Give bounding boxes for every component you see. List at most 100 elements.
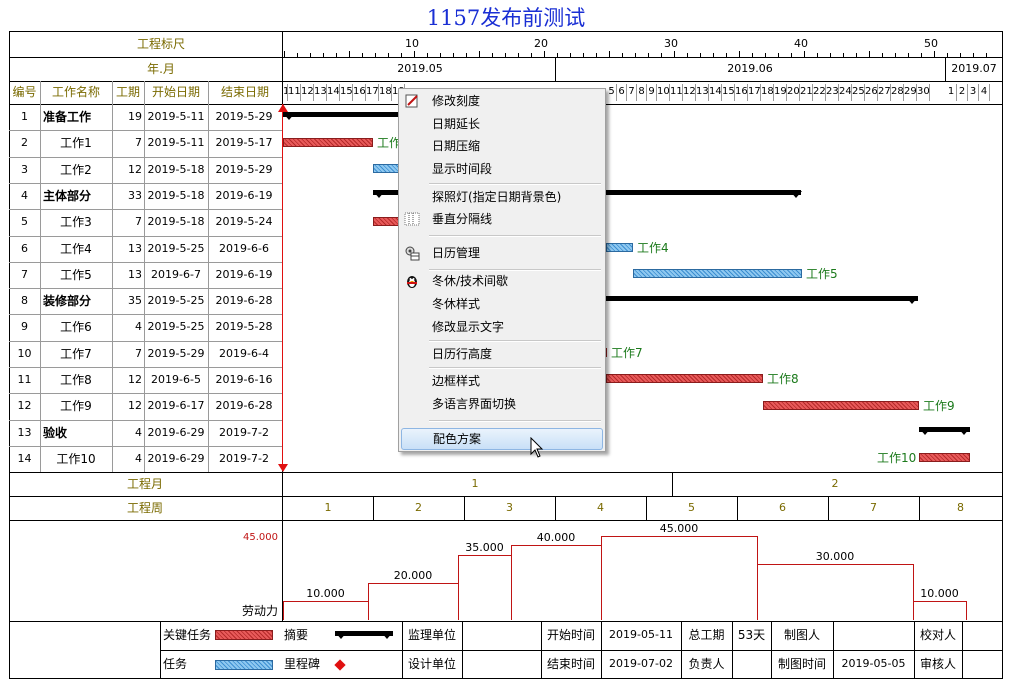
divider [208,81,209,472]
day-divider [799,84,800,101]
end-time-value: 2019-07-02 [609,657,673,670]
divider [112,81,113,472]
week-divider [737,496,738,520]
ruler-tick [557,53,558,57]
day-divider [877,84,878,101]
owner-label: 负责人 [688,657,725,671]
divider [541,621,542,679]
task-duration: 4 [135,426,142,439]
menu-item-row-height[interactable]: 日历行高度 [432,347,493,361]
vertical-lines-icon [404,211,420,227]
task-name: 工作5 [60,268,92,282]
summary-cap [790,191,802,198]
task-bar-critical[interactable] [606,374,763,383]
day-number: 14 [327,86,340,97]
ruler-tick [518,53,519,57]
summary-bar[interactable] [919,427,970,432]
task-id: 2 [21,136,28,149]
ruler-tick [336,53,337,57]
task-id: 7 [21,268,28,281]
menu-item-vertical-lines[interactable]: 垂直分隔线 [399,208,605,230]
menu-item-color-scheme[interactable]: 配色方案 [401,428,603,450]
day-number: 17 [366,86,379,97]
start-time-value: 2019-05-11 [609,628,673,641]
legend-summary-cap [335,632,347,639]
task-name: 装修部分 [43,294,92,308]
week-divider [828,496,829,520]
divider [601,621,602,679]
menu-item-edit-text[interactable]: 修改显示文字 [432,320,505,334]
day-divider [956,84,957,101]
day-divider [378,84,379,101]
legend-summary-swatch [335,631,393,636]
menu-item-language[interactable]: 多语言界面切换 [432,397,517,411]
day-divider [864,84,865,101]
day-divider [721,84,722,101]
day-divider [851,84,852,101]
task-bar-critical[interactable] [283,138,373,147]
task-bar-critical[interactable] [763,401,919,410]
menu-item-winter-style[interactable]: 冬休样式 [432,297,481,311]
task-name: 工作8 [60,373,92,387]
bar-label: 工作9 [923,399,955,413]
menu-item-spotlight[interactable]: 探照灯(指定日期背景色) [432,190,562,204]
resource-bar [913,601,967,620]
menu-item-edit-scale[interactable]: 修改刻度 [399,90,605,112]
menu-separator [429,340,601,342]
row-divider [9,157,282,158]
resource-bar [458,555,512,620]
menu-item-winter-break[interactable]: 冬休/技术间歇 [399,270,605,292]
task-bar-critical[interactable] [919,453,970,462]
ruler-tick [401,53,402,57]
summary-bar[interactable] [606,296,918,301]
divider [9,520,1003,521]
ruler-tick [622,53,623,57]
day-number: 12 [301,86,314,97]
divider [732,621,733,679]
task-id: 10 [17,347,32,360]
day-number: 8 [638,86,645,97]
task-id: 6 [21,242,28,255]
day-divider [352,84,353,101]
project-month-label: 工程月 [126,477,163,491]
day-divider [339,84,340,101]
divider [144,81,145,472]
ruler-tick [947,53,948,57]
task-id: 8 [21,294,28,307]
row-divider [9,209,282,210]
ruler-tick [804,51,805,57]
menu-item-extend-date[interactable]: 日期延长 [432,117,481,131]
week-divider [919,496,920,520]
task-id: 3 [21,163,28,176]
total-duration-label: 总工期 [688,628,725,642]
project-week-value: 7 [870,501,877,514]
ruler-tick [908,53,909,57]
day-number: 5 [608,86,615,97]
menu-item-border-style[interactable]: 边框样式 [432,374,481,388]
ruler-tick [362,53,363,57]
day-divider [708,84,709,101]
task-bar[interactable] [633,269,802,278]
ruler-tick [310,53,311,57]
summary-bar[interactable] [373,190,403,195]
divider [9,472,1003,473]
row-divider [9,130,282,131]
ruler-tick [466,53,467,57]
day-divider [760,84,761,101]
project-week-value: 2 [415,501,422,514]
task-bar[interactable] [606,243,633,252]
summary-bar[interactable] [283,112,403,117]
menu-item-compress-date[interactable]: 日期压缩 [432,139,481,153]
menu-item-calendar-manage[interactable]: 日历管理 [399,242,605,264]
day-divider [300,84,301,101]
task-start: 2019-5-11 [147,110,205,123]
ruler-tick [323,53,324,57]
menu-item-show-period[interactable]: 显示时间段 [432,162,493,176]
summary-bar[interactable] [606,190,801,195]
legend-task-label: 任务 [163,657,188,671]
reviewer-label: 审核人 [919,657,956,671]
divider [771,621,772,679]
task-duration: 33 [128,189,142,202]
gantt-frame [9,31,1003,679]
week-divider [464,496,465,520]
